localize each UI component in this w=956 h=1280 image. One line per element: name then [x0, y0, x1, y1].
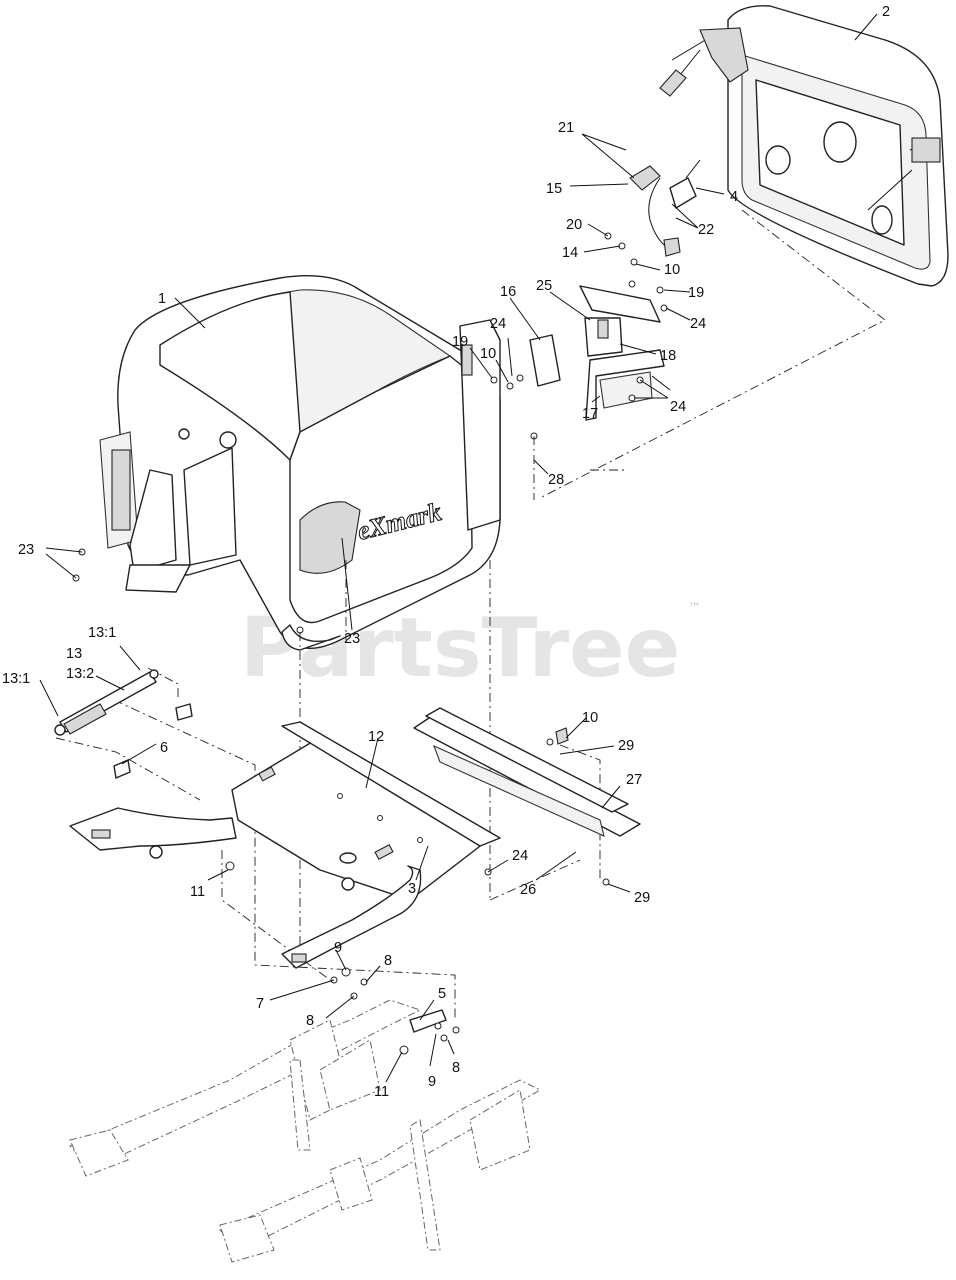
seat-switch-wiring[interactable] — [629, 159, 701, 257]
callout-11a: 11 — [190, 884, 205, 900]
seat-hood-body[interactable] — [99, 275, 501, 649]
watermark-trademark: ™ — [688, 601, 701, 616]
callout-21: 21 — [558, 120, 574, 136]
callout-10a: 10 — [480, 346, 496, 362]
callout-19a: 19 — [452, 334, 468, 350]
pivot-pins[interactable] — [113, 703, 193, 779]
callout-8c: 8 — [452, 1060, 460, 1076]
callout-10c: 10 — [582, 710, 598, 726]
seat-switch-bracket-assembly[interactable] — [529, 285, 665, 421]
callout-4: 4 — [730, 189, 738, 205]
callout-8a: 8 — [384, 953, 392, 969]
callout-13-1a: 13:1 — [88, 625, 116, 641]
callout-13: 13 — [66, 646, 82, 662]
rear-shroud-panel[interactable] — [659, 5, 949, 287]
callout-3: 3 — [408, 881, 416, 897]
callout-27: 27 — [626, 772, 642, 788]
mower-frame-reference — [69, 999, 542, 1263]
callout-2: 2 — [882, 4, 890, 20]
callout-16: 16 — [500, 284, 516, 300]
callout-8b: 8 — [306, 1013, 314, 1029]
callout-14: 14 — [562, 245, 578, 261]
callout-29b: 29 — [634, 890, 650, 906]
callout-15: 15 — [546, 181, 562, 197]
callout-11b: 11 — [374, 1084, 389, 1100]
callout-5: 5 — [438, 986, 446, 1002]
callout-22: 22 — [698, 222, 714, 238]
callout-23b: 23 — [344, 631, 360, 647]
callout-25: 25 — [536, 278, 552, 294]
callout-leaders — [39, 13, 878, 1083]
callout-18: 18 — [660, 348, 676, 364]
callout-24c: 24 — [670, 399, 686, 415]
callout-9b: 9 — [428, 1074, 436, 1090]
callout-6: 6 — [160, 740, 168, 756]
callout-17: 17 — [582, 406, 598, 422]
callout-10b: 10 — [664, 262, 680, 278]
callout-24a: 24 — [490, 316, 506, 332]
seat-base-plate[interactable] — [231, 721, 501, 901]
callout-labels: 1 2 3 4 5 6 7 8 8 8 9 9 10 10 10 11 11 1… — [2, 4, 890, 1100]
callout-29a: 29 — [618, 738, 634, 754]
callout-12: 12 — [368, 729, 384, 745]
callout-9a: 9 — [334, 940, 342, 956]
gas-spring-strut[interactable] — [54, 669, 159, 736]
callout-28: 28 — [548, 472, 564, 488]
callout-20: 20 — [566, 217, 582, 233]
callout-23a: 23 — [18, 542, 34, 558]
seat-rail-handles[interactable] — [69, 807, 422, 969]
callout-19b: 19 — [688, 285, 704, 301]
callout-13-1b: 13:1 — [2, 671, 30, 687]
callout-24b: 24 — [690, 316, 706, 332]
bracket-hardware-fasteners — [72, 232, 668, 634]
callout-13-2: 13:2 — [66, 666, 94, 682]
callout-26: 26 — [520, 882, 536, 898]
callout-1: 1 — [158, 291, 166, 307]
callout-7: 7 — [256, 996, 264, 1012]
callout-24d: 24 — [512, 848, 528, 864]
